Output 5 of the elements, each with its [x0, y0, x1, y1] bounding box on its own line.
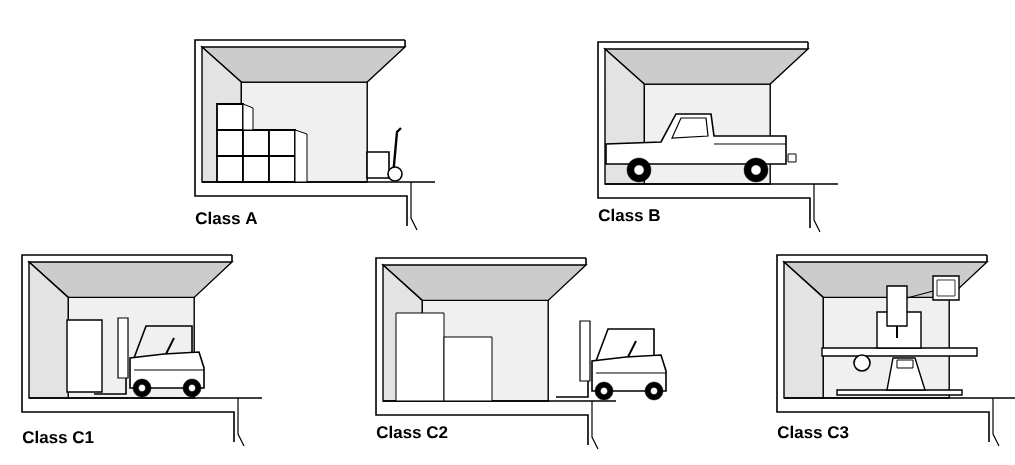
- class-label: Class C3: [777, 425, 849, 439]
- class-label: Class C1: [22, 430, 94, 444]
- class-label: Class A: [195, 211, 258, 225]
- class-label: Class C2: [376, 425, 448, 439]
- class-label: Class B: [598, 208, 660, 222]
